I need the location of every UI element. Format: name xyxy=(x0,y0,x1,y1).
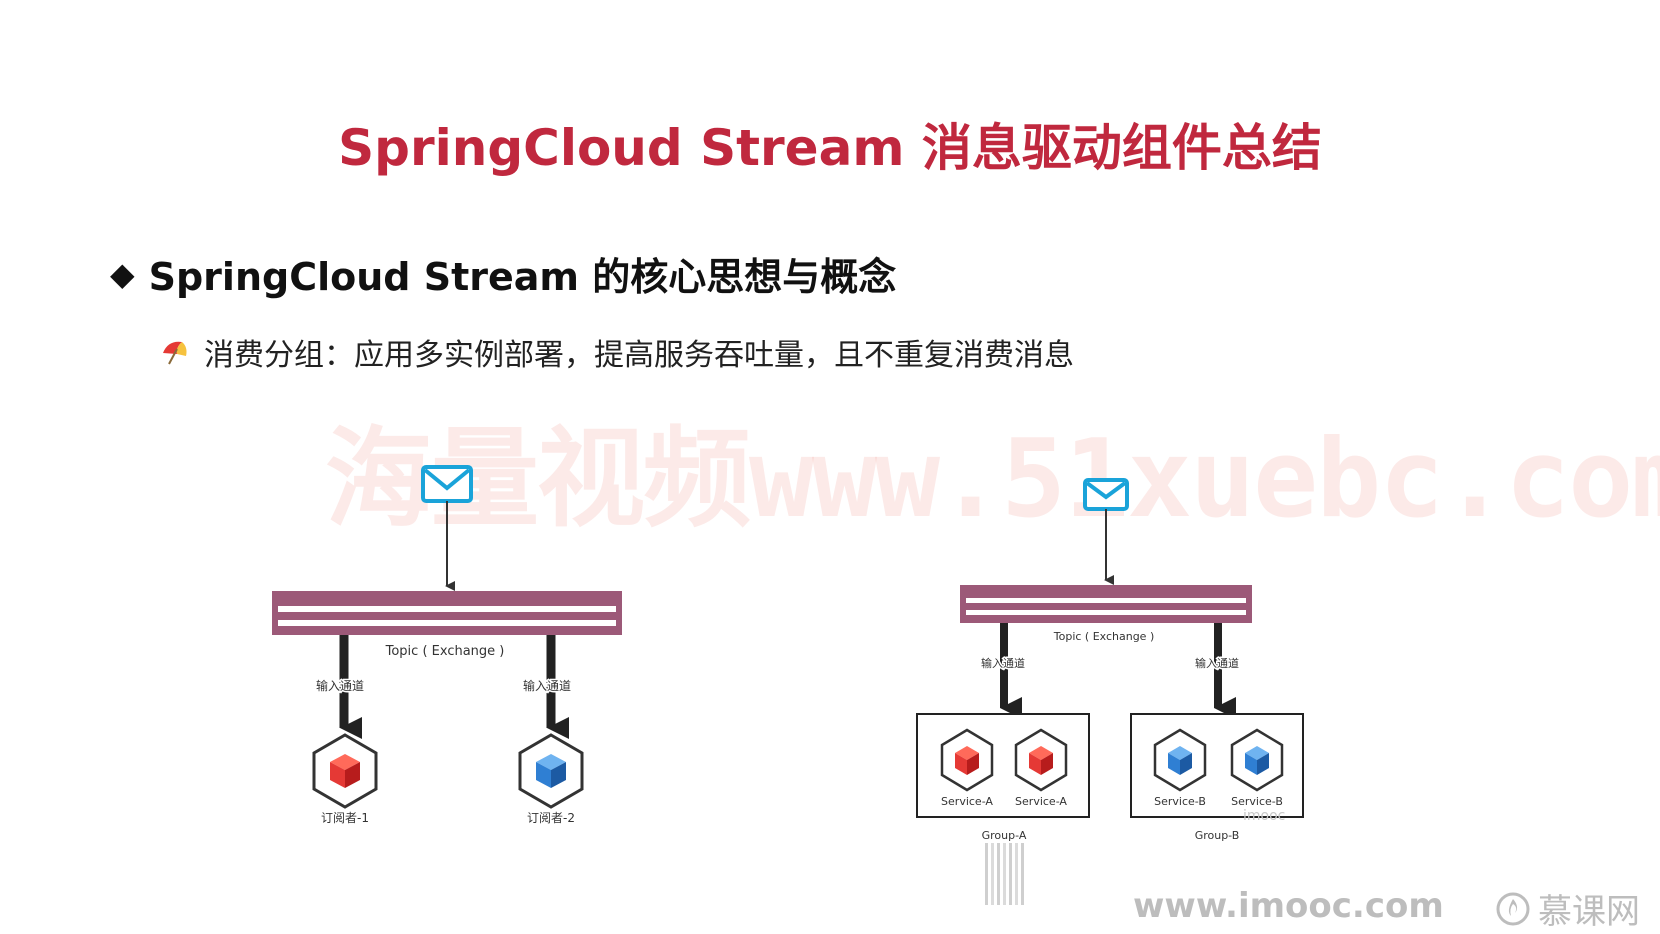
bullet-point-text: 消费分组：应用多实例部署，提高服务吞吐量，且不重复消费消息 xyxy=(204,338,1074,373)
blurred-streak-artifact xyxy=(985,843,1024,905)
subscriber-label: 订阅者-1 xyxy=(321,811,369,825)
service-label: Service-A xyxy=(1015,795,1067,808)
subscriber-2-cube-icon xyxy=(518,733,584,809)
service-a-cube-icon xyxy=(940,728,994,792)
input-channel-label: 输入通道 xyxy=(981,656,1025,670)
subscriber-1-cube-icon xyxy=(312,733,378,809)
umbrella-icon xyxy=(163,341,187,365)
input-channel-label: 输入通道 xyxy=(316,678,364,693)
service-a-cube-icon xyxy=(1014,728,1068,792)
section-heading: ◆ SpringCloud Stream 的核心思想与概念 xyxy=(110,246,896,301)
watermark-text: 海量视频www.51xuebc.com xyxy=(325,417,1660,542)
input-channel-label: 输入通道 xyxy=(523,678,571,693)
right-diagram: Topic ( Exchange ) 输入通道 输入通道 Service-A S… xyxy=(916,478,1304,905)
service-b-cube-icon xyxy=(1153,728,1207,792)
imooc-logo-icon xyxy=(1496,892,1530,925)
group-label: Group-A xyxy=(982,829,1027,842)
mail-icon xyxy=(421,465,473,503)
topic-label: Topic ( Exchange ) xyxy=(1053,630,1155,643)
subscriber-label: 订阅者-2 xyxy=(527,811,575,825)
service-label: Service-B xyxy=(1154,795,1206,808)
footer-brand-text: 慕课网 xyxy=(1538,892,1640,932)
bullet-point: 消费分组：应用多实例部署，提高服务吞吐量，且不重复消费消息 xyxy=(160,330,1074,374)
topic-exchange-bar xyxy=(960,585,1252,623)
group-label: Group-B xyxy=(1195,829,1240,842)
topic-exchange-bar xyxy=(272,591,622,635)
footer-url: www.imooc.com xyxy=(1133,886,1444,926)
service-b-cube-icon xyxy=(1230,728,1284,792)
mail-icon xyxy=(1083,478,1129,511)
left-diagram: Topic ( Exchange ) 输入通道 输入通道 订阅者-1 订阅者-2 xyxy=(272,465,622,825)
slide-title: SpringCloud Stream 消息驱动组件总结 xyxy=(338,119,1322,177)
footer-brand: 慕课网 xyxy=(1496,884,1640,933)
section-heading-text: SpringCloud Stream 的核心思想与概念 xyxy=(148,255,897,299)
input-channel-label: 输入通道 xyxy=(1195,656,1239,670)
service-label: Service-B xyxy=(1231,795,1283,808)
diamond-bullet-icon: ◆ xyxy=(110,254,135,293)
service-label: Service-A xyxy=(941,795,993,808)
topic-label: Topic ( Exchange ) xyxy=(385,644,505,659)
imooc-small-watermark: imooc xyxy=(1243,808,1286,824)
